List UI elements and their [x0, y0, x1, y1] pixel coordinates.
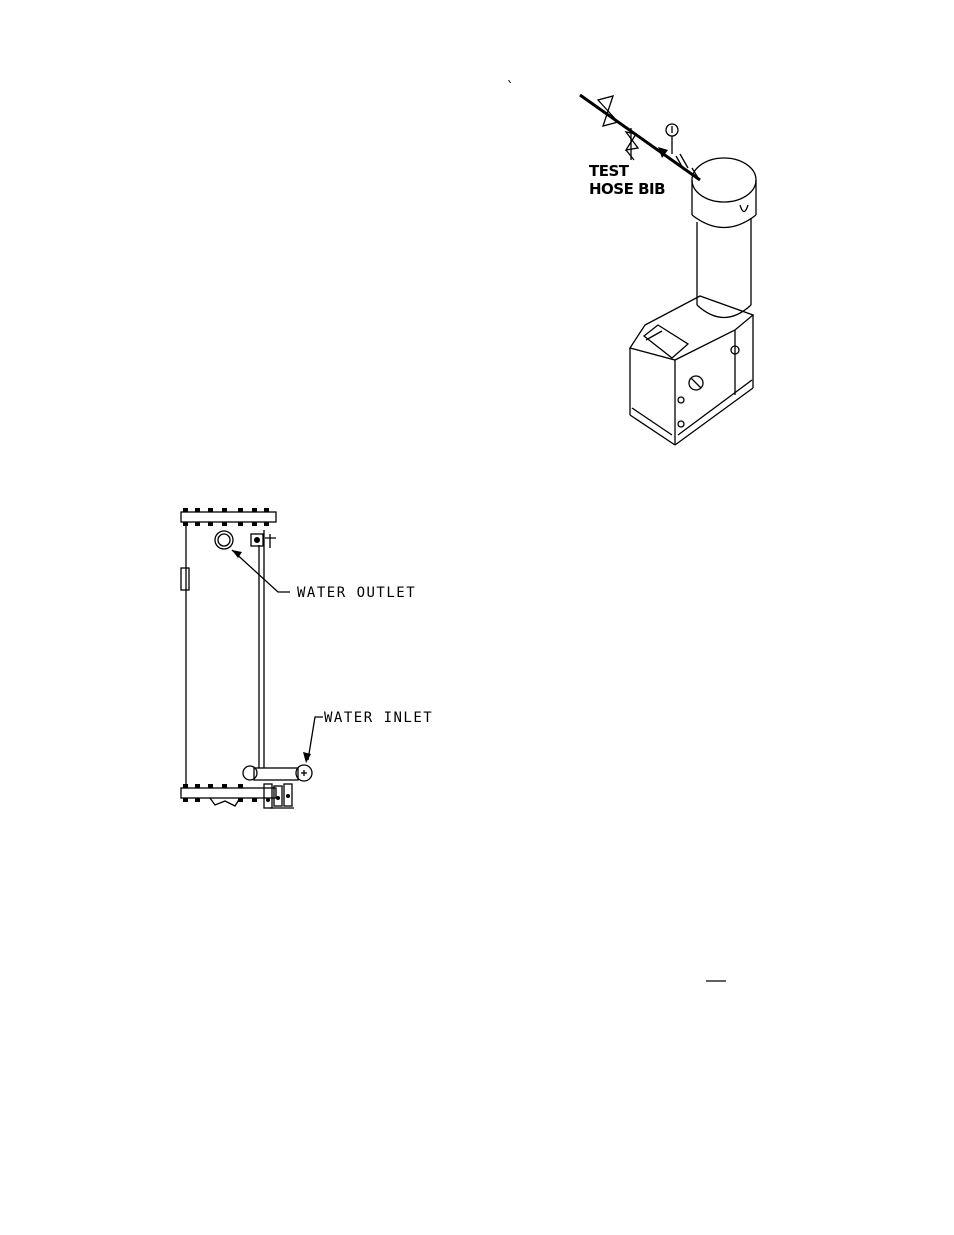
water-inlet-pipe	[243, 765, 312, 781]
boiler-isometric-diagram: TEST HOSE BIB	[580, 95, 756, 445]
water-inlet-arrow-icon	[303, 752, 311, 763]
top-flange	[181, 512, 276, 522]
test-hose-bib	[626, 128, 638, 160]
water-outlet-arrow-icon	[232, 550, 242, 558]
stray-mark: `	[506, 80, 516, 96]
water-inlet-label: WATER INLET	[324, 710, 433, 726]
water-inlet-leader	[308, 717, 323, 760]
bottom-flange	[181, 788, 276, 798]
water-outlet-label: WATER OUTLET	[297, 585, 416, 601]
flue-stack	[692, 158, 756, 318]
water-outlet-leader	[232, 550, 290, 592]
boiler-cabinet	[630, 296, 753, 445]
hose-bib-valve-icon	[626, 132, 638, 150]
pressure-gauge	[666, 124, 678, 154]
hose-bib-label: HOSE BIB	[589, 180, 665, 198]
heat-exchanger-diagram: WATER OUTLET WATER INLET	[181, 508, 433, 808]
nameplate	[181, 568, 189, 590]
test-label: TEST	[589, 162, 630, 180]
